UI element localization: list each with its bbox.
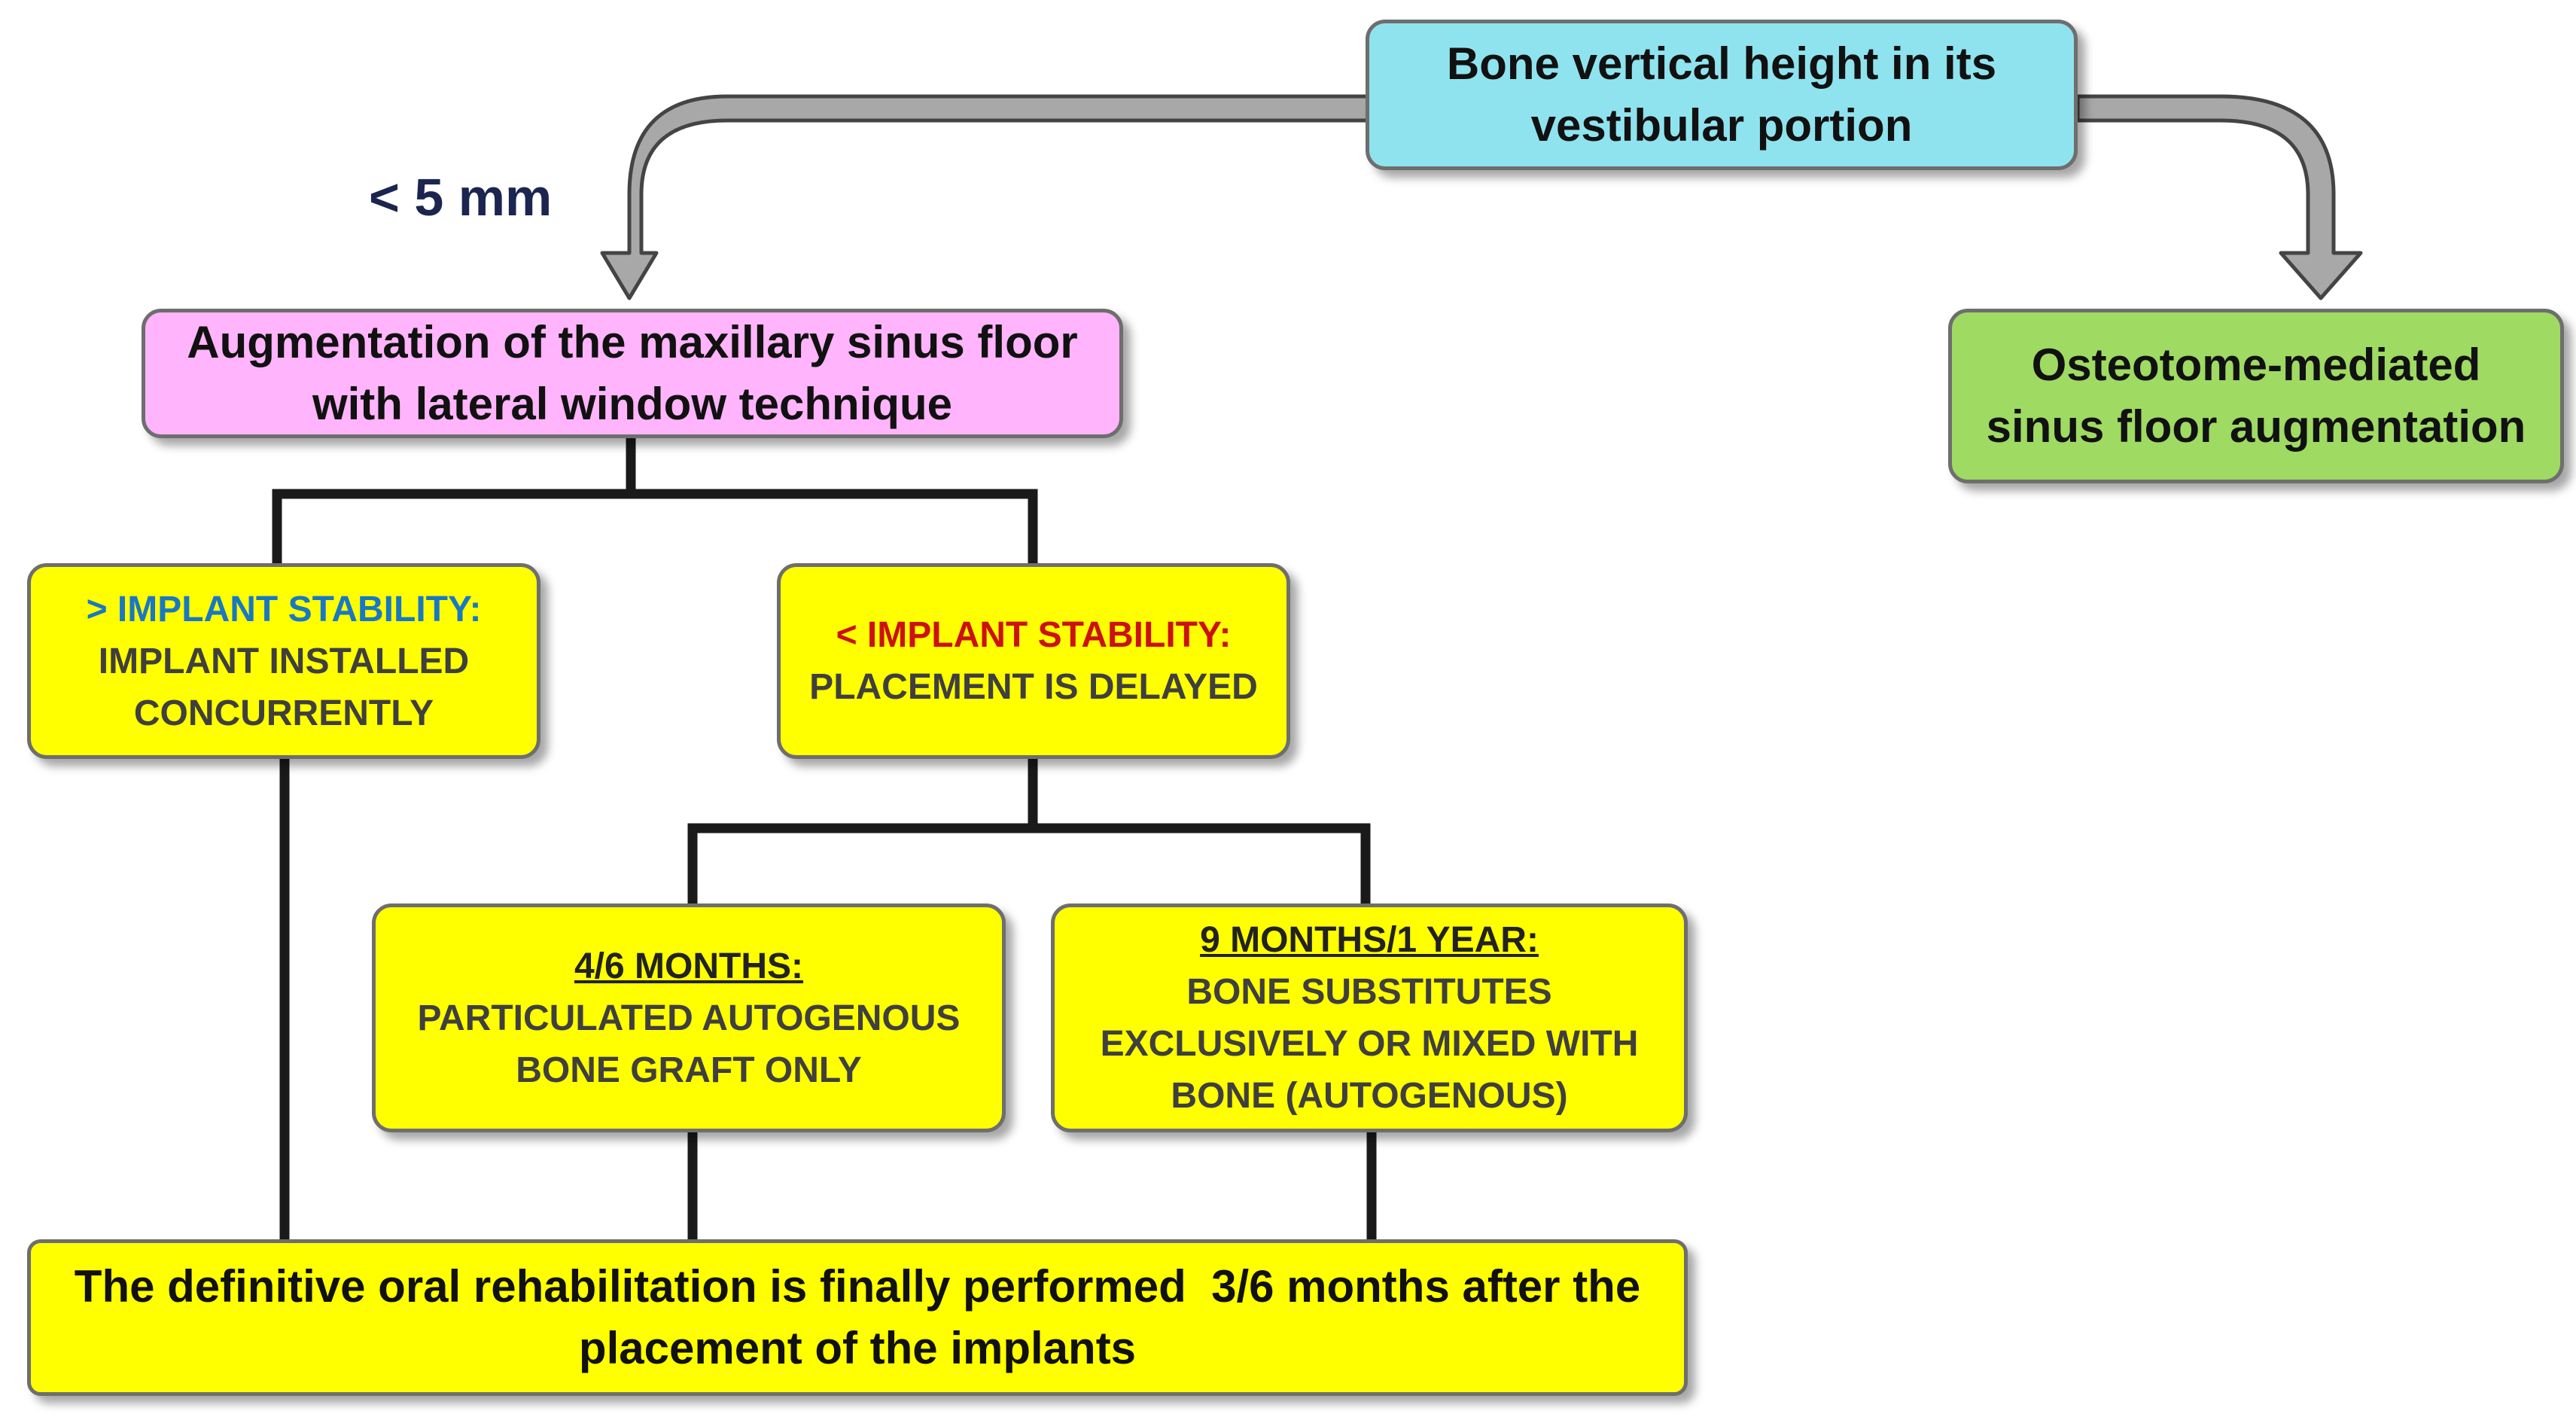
bone-substitutes-line-2: EXCLUSIVELY OR MIXED WITH	[1100, 1024, 1639, 1064]
lateral-window-line-2: with lateral window technique	[312, 379, 953, 429]
autogenous-graft-box: 4/6 MONTHS: PARTICULATED AUTOGENOUS BONE…	[372, 903, 1006, 1132]
bone-substitutes-box: 9 MONTHS/1 YEAR: BONE SUBSTITUTES EXCLUS…	[1051, 903, 1688, 1132]
bone-substitutes-line-3: BONE (AUTOGENOUS)	[1171, 1076, 1568, 1116]
high-stability-heading: > IMPLANT STABILITY:	[86, 589, 482, 629]
branch-label-less-than-5mm: < 5 mm	[369, 168, 553, 227]
high-stability-line-1: IMPLANT INSTALLED	[98, 641, 470, 681]
low-stability-box: < IMPLANT STABILITY: PLACEMENT IS DELAYE…	[777, 563, 1290, 759]
lateral-window-line-1: Augmentation of the maxillary sinus floo…	[187, 317, 1078, 367]
osteotome-box: Osteotome-mediated sinus floor augmentat…	[1948, 309, 2564, 483]
low-stability-heading: < IMPLANT STABILITY:	[836, 615, 1232, 655]
decision-box: Bone vertical height in its vestibular p…	[1366, 20, 2078, 170]
autogenous-graft-line-2: BONE GRAFT ONLY	[516, 1050, 862, 1090]
final-rehabilitation-box: The definitive oral rehabilitation is fi…	[27, 1239, 1688, 1396]
low-stability-line-1: PLACEMENT IS DELAYED	[809, 667, 1258, 707]
osteotome-line-2: sinus floor augmentation	[1986, 401, 2526, 452]
decision-line-2: vestibular portion	[1530, 100, 1913, 151]
autogenous-graft-line-1: PARTICULATED AUTOGENOUS	[417, 998, 961, 1038]
bone-substitutes-heading: 9 MONTHS/1 YEAR:	[1200, 920, 1539, 960]
final-line-2: placement of the implants	[578, 1323, 1137, 1373]
autogenous-graft-heading: 4/6 MONTHS:	[574, 946, 804, 986]
arrow-to-osteotome	[2075, 94, 2363, 300]
arrow-to-lateral-window	[600, 94, 1372, 300]
high-stability-line-2: CONCURRENTLY	[133, 693, 434, 733]
connector-lateral-window-split	[272, 431, 1038, 570]
bone-substitutes-line-1: BONE SUBSTITUTES	[1186, 972, 1552, 1012]
lateral-window-box: Augmentation of the maxillary sinus floo…	[142, 309, 1123, 438]
osteotome-line-1: Osteotome-mediated	[2031, 340, 2481, 390]
connector-low-stability-split	[687, 755, 1371, 909]
high-stability-box: > IMPLANT STABILITY: IMPLANT INSTALLED C…	[27, 563, 540, 759]
decision-line-1: Bone vertical height in its	[1446, 38, 1997, 89]
final-line-1: The definitive oral rehabilitation is fi…	[74, 1261, 1641, 1312]
